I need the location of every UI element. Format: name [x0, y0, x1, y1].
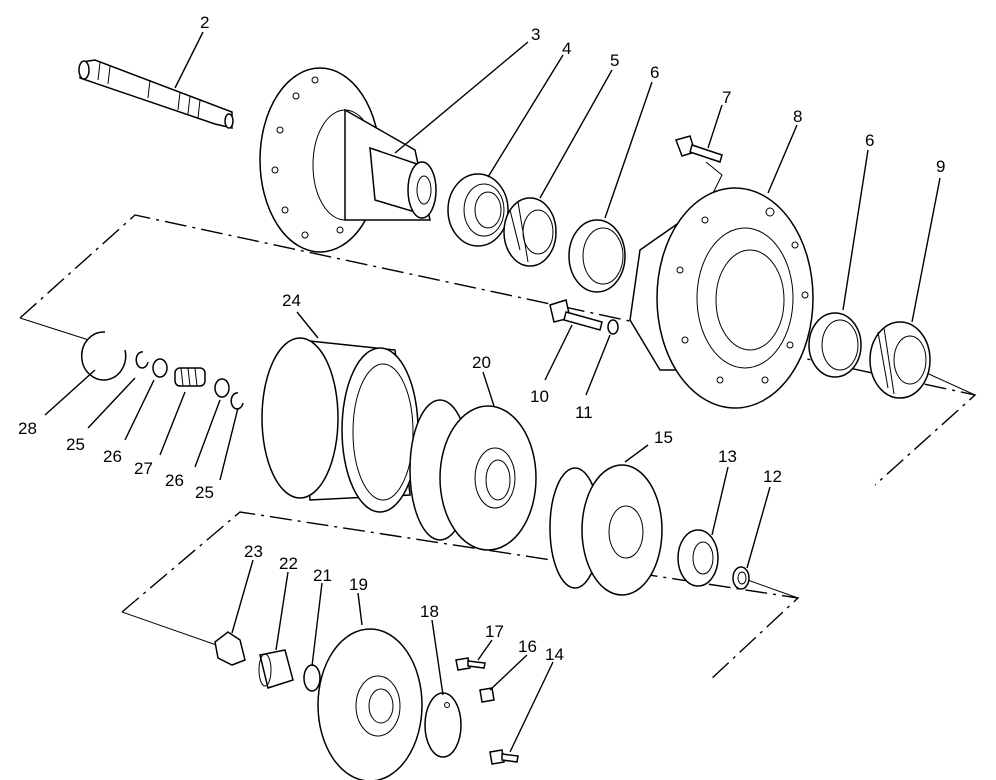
part-24-ring-gear [261, 337, 419, 513]
part-11-washer [607, 319, 619, 335]
label-9: 9 [936, 157, 945, 176]
label-23: 23 [244, 542, 263, 561]
label-3: 3 [531, 25, 540, 44]
part-28-snap-ring [80, 331, 127, 381]
part-14-screw [489, 749, 519, 765]
label-15: 15 [654, 428, 673, 447]
label-7: 7 [722, 88, 731, 107]
part-13-sun-gear [677, 529, 719, 587]
label-26-right: 26 [165, 471, 184, 490]
part-20-planet-carrier [409, 399, 537, 551]
label-22: 22 [279, 554, 298, 573]
label-17: 17 [485, 622, 504, 641]
part-17-screw [455, 657, 486, 671]
label-6-upper: 6 [650, 63, 659, 82]
part-9-bearing-cone [869, 321, 931, 399]
assembly-axis-lower [121, 511, 800, 681]
part-8-spindle-housing [629, 187, 814, 409]
part-12-thrust-washer [732, 566, 750, 590]
part-6-bearing-cup-right [808, 312, 862, 378]
label-4: 4 [562, 39, 571, 58]
part-6-bearing-cup-left [568, 219, 626, 293]
callout-labels: 2 3 4 5 6 7 8 6 9 24 20 15 10 11 13 12 2… [18, 13, 945, 664]
part-19-cover [317, 628, 423, 780]
label-19: 19 [349, 575, 368, 594]
label-21: 21 [313, 566, 332, 585]
part-25-retainer-right [230, 392, 244, 410]
part-25-retainer-left [135, 351, 149, 369]
part-27-spring [174, 367, 206, 387]
label-5: 5 [610, 51, 619, 70]
label-18: 18 [420, 602, 439, 621]
part-16-plug [479, 687, 495, 703]
axis-tail-9 [919, 369, 976, 396]
part-22-pin [258, 649, 294, 689]
part-18-thrust-plate [424, 692, 462, 758]
label-6-right: 6 [865, 131, 874, 150]
label-8: 8 [793, 107, 802, 126]
label-26-left: 26 [103, 447, 122, 466]
label-27: 27 [134, 459, 153, 478]
leader-lines [44, 31, 941, 753]
label-10: 10 [530, 387, 549, 406]
label-11: 11 [575, 403, 593, 422]
label-25-right: 25 [195, 483, 214, 502]
axis-tail-28 [19, 317, 96, 343]
label-13: 13 [718, 447, 737, 466]
part-26-washer-left [152, 358, 168, 378]
part-2-axle-shaft [78, 59, 234, 129]
part-3-wheel-hub [259, 67, 437, 253]
label-25-left: 25 [66, 435, 85, 454]
part-4-bearing [447, 173, 509, 247]
part-23-lock-plate [214, 631, 246, 666]
label-2: 2 [200, 13, 209, 32]
label-28: 28 [18, 419, 37, 438]
axis-tail-12 [741, 577, 799, 599]
label-12: 12 [763, 467, 782, 486]
part-5-bearing-cone [503, 197, 557, 267]
label-24: 24 [282, 291, 301, 310]
label-16: 16 [518, 637, 537, 656]
part-21-o-ring [303, 664, 321, 692]
label-20: 20 [472, 353, 491, 372]
label-14: 14 [545, 645, 564, 664]
part-26-washer-right [214, 378, 230, 398]
axis-tail-23 [121, 611, 226, 649]
part-7-bolt [675, 135, 729, 199]
part-10-bolt [549, 299, 603, 331]
part-15-planet-carrier [549, 464, 663, 596]
